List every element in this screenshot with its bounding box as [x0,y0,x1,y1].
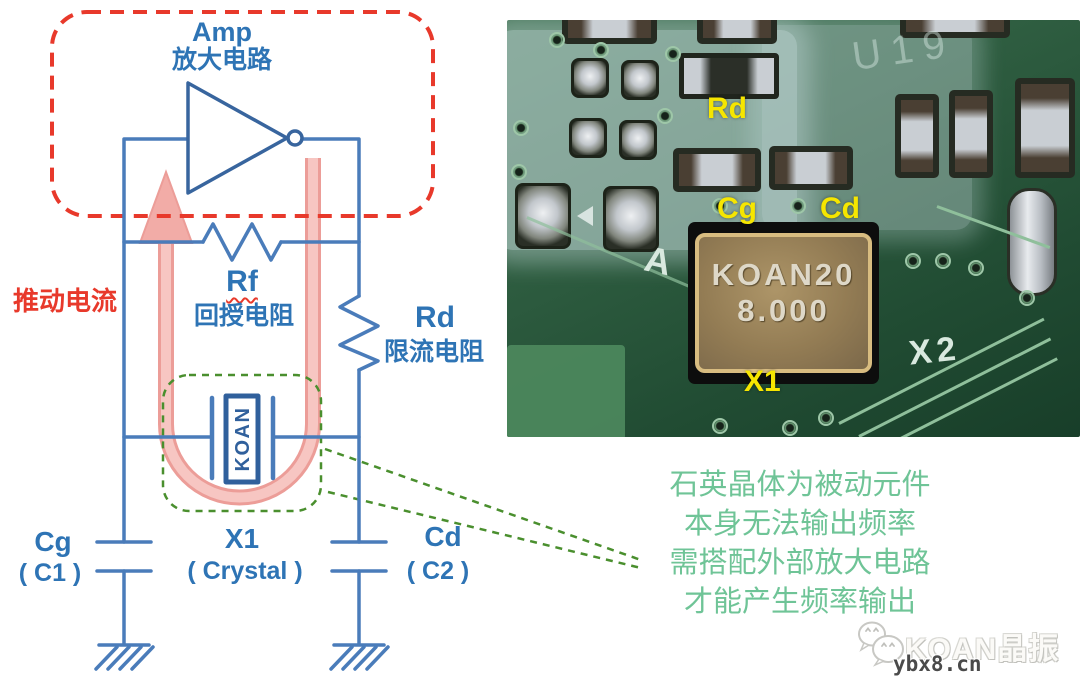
solder-pad [621,60,659,100]
note-line-3: 需搭配外部放大电路 [669,547,931,579]
smd-component [697,20,777,44]
crystal-package: KOAN20 8.000 [688,222,879,384]
pcb-trace [878,357,1058,437]
cd-label: Cd [424,521,462,552]
rf-label: Rf [226,265,258,298]
note-leader-lines [324,447,642,570]
copper-pour-region [507,345,625,437]
solder-pad [569,118,607,158]
smd-component [1015,78,1075,178]
circuit-wires [122,137,361,544]
via [935,253,951,269]
note-line-1: 石英晶体为被动元件 [669,469,931,501]
via [782,420,798,436]
cd-capacitor-symbol [330,540,388,646]
via [665,46,681,62]
solder-pad [571,58,609,98]
via [1019,290,1035,306]
photo-label-x1: X1 [744,365,781,398]
via [905,253,921,269]
note-line-2: 本身无法输出频率 [683,508,916,540]
cd-alt-label: ( C2 ) [406,557,470,585]
via [657,108,673,124]
current-arrow-head [138,169,194,244]
crystal-marking-line1: KOAN20 [711,257,856,292]
damping-resistor-symbol [338,294,380,372]
solder-pad [619,120,657,160]
cg-capacitor-component [673,148,761,192]
smd-component [900,20,1010,38]
note-line-4: 才能产生频率输出 [683,586,916,618]
x1-alt-label: ( Crystal ) [187,557,303,585]
crystal-metal-lid: KOAN20 8.000 [695,233,872,373]
inverter-output-bubble [286,129,304,147]
ground-symbol-right [329,643,390,671]
cg-label: Cg [34,526,72,557]
cg-capacitor-symbol [95,540,153,646]
photo-label-cd: Cd [820,192,860,225]
via [712,198,728,214]
silkscreen-x2: X2 [907,329,963,373]
crystal-marking: KOAN20 8.000 [699,257,868,329]
drive-current-label: 推动电流 [12,286,117,316]
via [968,260,984,276]
via [712,418,728,434]
x1-label: X1 [224,523,260,554]
passive-component-note: 石英晶体为被动元件 本身无法输出频率 需搭配外部放大电路 才能产生频率输出 [630,466,970,622]
ground-symbol-left [94,643,155,671]
wechat-icon [858,621,904,667]
via [593,42,609,58]
crystal-highlight-box [161,373,323,513]
solder-pad [603,186,659,252]
amp-label-en: Amp [192,17,252,47]
crystal-marking-line2: 8.000 [737,293,830,328]
via [790,198,806,214]
via [549,32,565,48]
smd-component [562,20,657,44]
crystal-symbol [209,393,276,485]
rd-label: Rd [415,301,455,334]
feedback-resistor-symbol [201,222,283,262]
cg-alt-label: ( C1 ) [18,559,82,587]
watermark-site-url: ybx8.cn [893,652,982,676]
inverter-amplifier-symbol [186,81,289,195]
silkscreen-arrow-mark [577,206,593,226]
rd-resistor-component [679,53,779,99]
smd-component [895,94,939,178]
crystal-brand-text: KOAN [232,407,254,472]
smd-component [949,90,993,178]
amp-label-cn: 放大电路 [171,46,272,74]
cd-capacitor-component [769,146,853,190]
solder-pad [515,183,571,249]
photo-label-cg: Cg [717,192,757,225]
via [818,410,834,426]
via [511,164,527,180]
photo-label-rd: Rd [707,92,747,125]
rf-label-cn: 回授电阻 [194,302,295,330]
rd-label-cn: 限流电阻 [383,338,484,366]
watermark-brand: KOAN晶振 [905,633,1060,666]
via [513,120,529,136]
pcb-photo: KOAN20 8.000 U19 X2 A Rd Cg Cd X1 [507,20,1080,437]
